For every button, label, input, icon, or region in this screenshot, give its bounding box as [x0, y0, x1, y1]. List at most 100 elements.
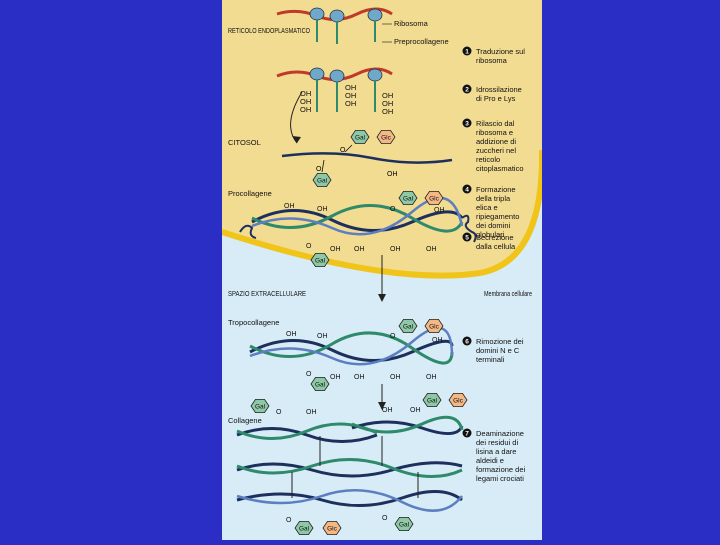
galactose-icon: Gal [398, 190, 418, 206]
o-label: O [316, 166, 322, 173]
oh-label: OH [286, 331, 297, 338]
sugar-label: Glc [381, 135, 392, 142]
o-label: O [390, 333, 396, 340]
sugar-label: Gal [315, 258, 326, 265]
oh-label: OH [345, 99, 356, 108]
pointer-labels: Ribosoma Preprocollagene Membrana cellul… [382, 19, 532, 298]
ribosome-icon [329, 9, 345, 23]
oh-label: OH [330, 246, 341, 253]
oh-label: OH [300, 97, 311, 106]
glucose-icon: Glc [424, 190, 444, 206]
chain-strand [281, 152, 453, 164]
arrow-head [378, 294, 386, 302]
step-number-badge [462, 184, 472, 194]
oh-label: OH [382, 99, 393, 108]
oh-label: OH [284, 203, 295, 210]
galactose-icon: Gal [394, 517, 414, 531]
tropocollagen-helix: OH OH O OH O OH OH OH OH [249, 326, 454, 381]
step-number-badge [462, 232, 472, 242]
galactose-icon: Gal [310, 252, 330, 268]
step-number: 4 [465, 187, 469, 194]
arrow-head [292, 136, 301, 143]
oh-label: OH [434, 207, 445, 214]
oh-label: OH [426, 246, 437, 253]
oh-label: OH [410, 407, 421, 414]
oh-label: OH [317, 333, 328, 340]
oh-label: OH [382, 91, 393, 100]
o-label: O [306, 371, 312, 378]
galactose-icon: Gal [422, 392, 442, 408]
oh-label: OH [300, 105, 311, 114]
sugar-label: Gal [315, 382, 326, 389]
ribosome-icon [309, 7, 325, 21]
c-terminal-domain [461, 214, 477, 243]
helix-strand [251, 204, 464, 233]
oh-label: OH [426, 374, 437, 381]
figure-canvas: OH OH OH OH OH OH OH OH OH O O OH OH OH … [221, 0, 546, 540]
helix-strand [249, 339, 454, 362]
oh-label: OH [300, 89, 311, 98]
oh-label: OH [387, 171, 398, 178]
galactose-icon: Gal [398, 318, 418, 334]
ribosome-icon [367, 68, 383, 82]
tropocollagen-label: Tropocollagene [228, 318, 279, 327]
step-number: 5 [465, 235, 469, 242]
galactose-icon: Gal [250, 398, 270, 414]
cytosol-label: CITOSOL [228, 138, 261, 147]
galactose-icon: Gal [350, 129, 370, 145]
step-number: 6 [465, 339, 469, 346]
cell-membrane [221, 149, 546, 279]
sugar-label: Gal [403, 324, 414, 331]
collagen-label: Collagene [228, 416, 262, 425]
hydroxyl-groups-er: OH OH OH OH OH OH OH OH OH [300, 83, 393, 116]
ribosome-icon [367, 8, 383, 22]
step-number-badge [462, 118, 472, 128]
ribosome-icon [329, 69, 345, 83]
ribosome-icon [309, 67, 325, 81]
oh-label: OH [390, 246, 401, 253]
glucose-icon: Glc [376, 129, 396, 145]
glucose-icon: Glc [448, 392, 468, 408]
helix-strand [249, 326, 454, 366]
sugar-label: Gal [317, 178, 328, 185]
o-label: O [286, 517, 292, 524]
step-number: 1 [465, 49, 469, 56]
o-label: O [276, 409, 282, 416]
oh-label: OH [382, 407, 393, 414]
galactose-icon: Gal [312, 172, 332, 188]
helix-strand [249, 331, 454, 365]
oh-label: OH [345, 91, 356, 100]
oh-label: OH [390, 374, 401, 381]
collagen-synthesis-figure: OH OH OH OH OH OH OH OH OH O O OH OH OH … [221, 0, 546, 540]
sugar-label: Glc [453, 398, 464, 405]
membrane-label: Membrana cellulare [484, 289, 532, 298]
galactose-icon: Gal [310, 376, 330, 392]
galactose-icon: Gal [294, 521, 314, 535]
er-label: RETICOLO ENDOPLASMATICO [228, 26, 310, 35]
glucose-icon: Glc [424, 318, 444, 334]
precollagen-label: Preprocollagene [394, 37, 449, 46]
step-number-badge [462, 46, 472, 56]
ribosome-row-2 [276, 67, 393, 112]
oh-label: OH [354, 374, 365, 381]
sugar-label: Gal [355, 135, 366, 142]
cytosol-chain: O O OH [281, 144, 453, 178]
sugar-label: Glc [429, 196, 440, 203]
procollagen-helix: OH OH O OH O OH OH OH OH [239, 196, 477, 253]
step-number: 3 [465, 121, 469, 128]
sugar-label: Gal [255, 404, 266, 411]
o-label: O [306, 243, 312, 250]
sugar-label: Gal [299, 526, 310, 533]
step-number-badge [462, 84, 472, 94]
